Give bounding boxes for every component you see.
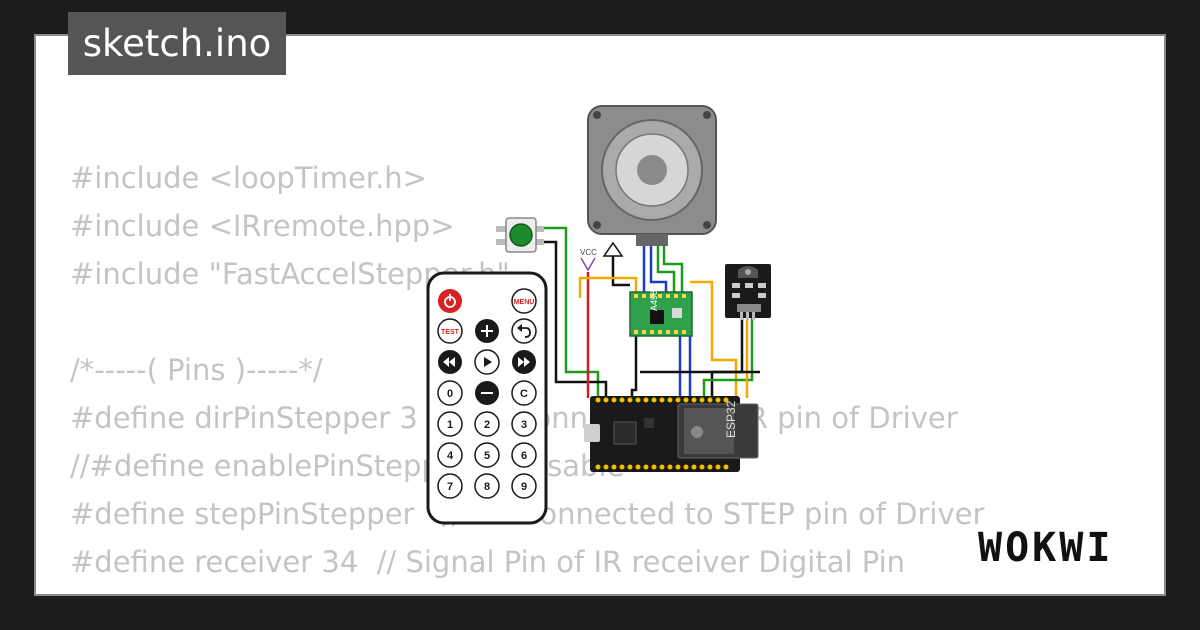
wire (540, 226, 600, 398)
remote-power-button[interactable] (438, 289, 462, 313)
remote-digit-5-button[interactable]: 5 (474, 442, 500, 468)
remote-menu-label: MENU (514, 299, 535, 306)
wires (540, 226, 760, 398)
wire (656, 246, 676, 292)
remote-c-label: C (520, 388, 528, 400)
ir-receiver[interactable] (725, 264, 771, 320)
wokwi-logo: WOKWI (978, 525, 1114, 571)
remote-plus-button[interactable] (475, 319, 499, 343)
remote-test-button[interactable]: TEST (437, 318, 463, 344)
a4988-driver[interactable]: A4988 (629, 285, 693, 337)
code-line: #define stepPinStepper // Pin connected … (70, 497, 985, 531)
remote-digit-0-button[interactable]: 0 (437, 380, 463, 406)
remote-back-button[interactable] (511, 318, 537, 344)
file-tab[interactable]: sketch.ino (68, 12, 286, 75)
remote-digit-1-button[interactable]: 1 (437, 411, 463, 437)
remote-digit-9-button[interactable]: 9 (511, 473, 537, 499)
remote-rewind-button[interactable] (438, 350, 462, 374)
remote-digit-label: 9 (521, 481, 527, 493)
remote-digit-label: 8 (484, 481, 490, 493)
remote-digit-label: 5 (484, 450, 490, 462)
wire (649, 246, 668, 292)
esp32-board[interactable]: ESP32 (584, 396, 759, 472)
wire (540, 240, 608, 398)
ground-symbol (602, 241, 624, 257)
remote-digit-label: 7 (447, 481, 453, 493)
code-line: #include <IRremote.hpp> (70, 209, 455, 243)
remote-digit-label: 2 (484, 419, 490, 431)
wire (662, 246, 684, 292)
remote-digit-label: 3 (521, 419, 527, 431)
vcc-symbol: VCC (580, 248, 597, 272)
remote-play-button[interactable] (474, 349, 500, 375)
wire (630, 336, 638, 398)
mcu-label: ESP32 (724, 400, 738, 438)
code-background: #include <loopTimer.h> #include <IRremote… (70, 154, 1120, 594)
ir-remote[interactable]: MENU TEST 0 (426, 271, 548, 525)
remote-c-button[interactable]: C (511, 380, 537, 406)
vcc-label: VCC (580, 248, 597, 257)
remote-digit-3-button[interactable]: 3 (511, 411, 537, 437)
remote-menu-button[interactable]: MENU (511, 288, 537, 314)
remote-digit-4-button[interactable]: 4 (437, 442, 463, 468)
code-line: #define receiver 34 // Signal Pin of IR … (70, 545, 906, 579)
remote-digit-8-button[interactable]: 8 (474, 473, 500, 499)
push-button[interactable] (496, 217, 544, 253)
wire (702, 316, 754, 398)
code-line: #define homeswitch 25 // Pin connected t… (70, 586, 1120, 594)
wire (710, 316, 744, 398)
remote-digit-label: 1 (447, 419, 453, 431)
remote-digit-6-button[interactable]: 6 (511, 442, 537, 468)
remote-digit-label: 0 (447, 388, 453, 400)
wire (578, 276, 638, 298)
remote-test-label: TEST (441, 329, 460, 336)
code-line: #include <loopTimer.h> (70, 161, 427, 195)
remote-digit-2-button[interactable]: 2 (474, 411, 500, 437)
stepper-motor[interactable] (587, 105, 717, 246)
driver-label: A4988 (649, 285, 659, 311)
code-line: /*-----( Pins )-----*/ (70, 353, 323, 387)
remote-digit-label: 4 (447, 450, 454, 462)
remote-minus-button[interactable] (475, 381, 499, 405)
wire (611, 256, 630, 287)
remote-digit-label: 6 (521, 450, 527, 462)
remote-digit-7-button[interactable]: 7 (437, 473, 463, 499)
remote-forward-button[interactable] (512, 350, 536, 374)
